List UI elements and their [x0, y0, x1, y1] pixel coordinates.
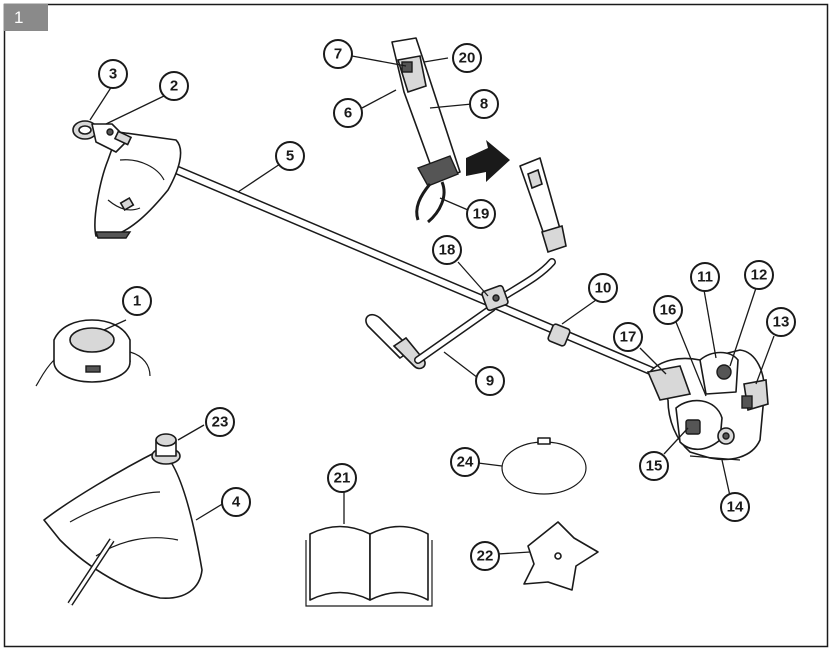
svg-text:13: 13 — [773, 314, 790, 331]
callout-19: 19 — [466, 199, 496, 229]
callout-4: 4 — [221, 487, 251, 517]
callout-11: 11 — [690, 262, 720, 292]
shaft-collar — [547, 323, 571, 347]
throttle-cable — [427, 181, 446, 224]
callout-17: 17 — [613, 322, 643, 352]
callout-7: 7 — [323, 39, 353, 69]
throttle-handle — [391, 37, 461, 221]
callout-12: 12 — [744, 260, 774, 290]
svg-text:15: 15 — [646, 458, 663, 475]
handlebar — [365, 258, 556, 370]
callout-8: 8 — [469, 89, 499, 119]
svg-text:4: 4 — [232, 494, 241, 511]
figure-number: 1 — [14, 8, 24, 27]
svg-text:7: 7 — [334, 46, 342, 63]
callout-2: 2 — [159, 71, 189, 101]
callout-14: 14 — [720, 492, 750, 522]
callout-3: 3 — [98, 59, 128, 89]
engine-unit — [646, 349, 769, 461]
callout-16: 16 — [653, 295, 683, 325]
svg-text:23: 23 — [212, 414, 229, 431]
svg-text:24: 24 — [457, 454, 474, 471]
svg-text:10: 10 — [595, 280, 612, 297]
callout-15: 15 — [639, 451, 669, 481]
mounted-grass-guard — [94, 131, 182, 239]
callout-9: 9 — [475, 366, 505, 396]
svg-text:2: 2 — [170, 78, 178, 95]
blade-adapter — [151, 433, 181, 465]
gear-head — [72, 120, 133, 153]
drive-shaft — [120, 143, 673, 383]
throttle-grip-small — [519, 157, 567, 254]
svg-text:9: 9 — [486, 373, 494, 390]
svg-text:12: 12 — [751, 267, 768, 284]
svg-text:6: 6 — [344, 105, 352, 122]
callout-18: 18 — [432, 235, 462, 265]
callout-13: 13 — [766, 307, 796, 337]
svg-text:14: 14 — [727, 499, 744, 516]
trimmer-head — [35, 319, 151, 387]
harness-ring — [501, 437, 587, 495]
callout-10: 10 — [588, 273, 618, 303]
svg-text:20: 20 — [459, 50, 476, 67]
svg-text:1: 1 — [133, 293, 141, 310]
callout-21: 21 — [327, 463, 357, 493]
blade-guard — [43, 449, 203, 606]
callout-20: 20 — [452, 43, 482, 73]
svg-text:5: 5 — [286, 148, 294, 165]
svg-text:18: 18 — [439, 242, 456, 259]
callout-24: 24 — [450, 447, 480, 477]
callout-6: 6 — [333, 98, 363, 128]
cutting-blade — [523, 521, 599, 591]
svg-text:21: 21 — [334, 470, 351, 487]
svg-text:22: 22 — [477, 548, 494, 565]
svg-text:3: 3 — [109, 66, 117, 83]
svg-text:8: 8 — [480, 96, 488, 113]
callout-23: 23 — [205, 407, 235, 437]
callout-22: 22 — [470, 541, 500, 571]
figure-border — [3, 3, 829, 648]
callout-5: 5 — [275, 141, 305, 171]
open-book-icon — [305, 525, 433, 607]
callout-1: 1 — [122, 286, 152, 316]
svg-text:16: 16 — [660, 302, 677, 319]
svg-text:19: 19 — [473, 206, 490, 223]
svg-text:11: 11 — [697, 269, 713, 286]
leader-lines — [89, 55, 775, 555]
assembly-arrow-icon — [466, 140, 510, 182]
figure-number-tab: 1 — [4, 4, 48, 31]
svg-text:17: 17 — [620, 329, 637, 346]
